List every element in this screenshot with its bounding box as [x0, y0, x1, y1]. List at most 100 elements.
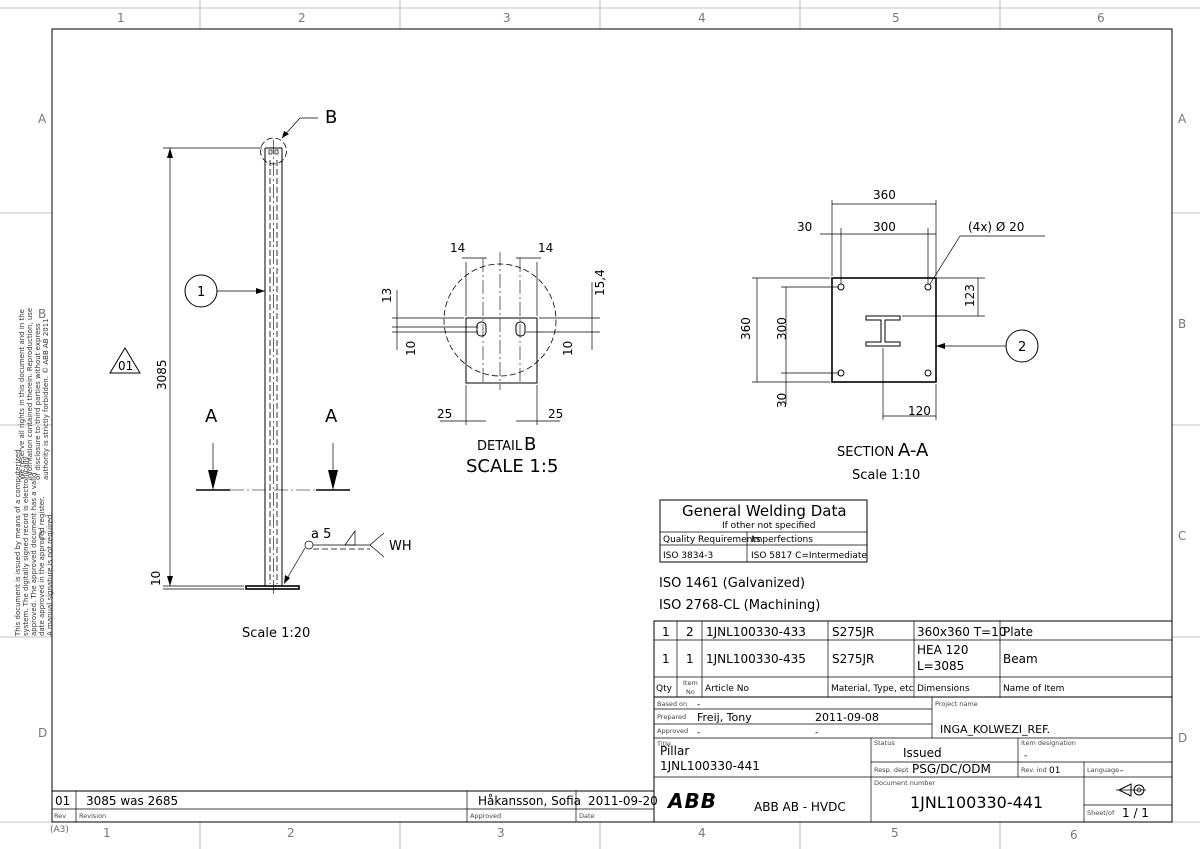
detail-dim-bottom-left: 25	[437, 407, 452, 421]
section-dim-beam-offset: 120	[908, 404, 931, 418]
zone-row-left: C	[38, 529, 46, 543]
rights-note-line: authority is strictly forbidden. © ABB A…	[42, 318, 50, 480]
revision-triangle-label: 01	[118, 359, 133, 373]
value-item-designation: -	[1024, 751, 1027, 761]
note-machining: ISO 2768-CL (Machining)	[659, 598, 820, 613]
detail-dim-right-height: 15,4	[593, 269, 607, 296]
zone-row-right: C	[1178, 529, 1186, 543]
section-dim-height: 360	[739, 317, 753, 340]
dimension-height: 3085	[155, 359, 169, 390]
value-company: ABB AB - HVDC	[754, 800, 846, 814]
sheet-size: (A3)	[50, 825, 69, 835]
section-scale: Scale 1:10	[852, 468, 920, 483]
main-view-scale: Scale 1:20	[242, 626, 310, 641]
label-title: Title	[656, 740, 671, 748]
value-title: Pillar	[660, 744, 689, 758]
label-prepared: Prepared	[657, 713, 686, 721]
zone-row-right: B	[1178, 317, 1186, 331]
welding-header-quality: Quality Requirements	[663, 535, 761, 545]
section-dim-edge: 30	[797, 220, 812, 234]
revision-label-rev: Rev	[54, 812, 66, 820]
value-prepared-date: 2011-09-08	[815, 711, 879, 724]
approval-note-line: date approved in the approved register.	[38, 496, 46, 636]
detail-b-view: 14 14 13 10 15,4 10 25 25 DETAIL B SCALE…	[380, 241, 607, 477]
zone-col-bottom: 5	[891, 826, 899, 840]
section-dim-hole-spacing: 300	[873, 220, 896, 234]
value-approved-by: -	[697, 728, 700, 738]
label-document-number: Document number	[874, 779, 935, 787]
section-dim-top-to-beam: 123	[963, 284, 977, 307]
zone-col-bottom: 4	[698, 826, 706, 840]
zone-row-right: A	[1178, 112, 1187, 126]
approval-note-line: This document is issued by means of a co…	[14, 449, 22, 637]
value-document-number: 1JNL100330-441	[910, 793, 1043, 812]
slot-hole	[515, 321, 526, 337]
revision-label-approved: Approved	[470, 812, 501, 820]
detail-dim-left: 14	[450, 241, 465, 255]
welding-header-imperfections: Imperfections	[751, 535, 813, 545]
value-project: INGA_KOLWEZI_REF.	[940, 723, 1050, 736]
zone-col-top: 4	[698, 11, 706, 25]
zone-col-bottom: 3	[497, 826, 505, 840]
approval-notes: This document is issued by means of a co…	[14, 449, 54, 637]
label-project: Project name	[935, 700, 978, 708]
detail-b-circle	[260, 137, 287, 165]
section-dim-holes: (4x) Ø 20	[968, 220, 1024, 234]
section-aa-view: 360 30 300 (4x) Ø 20 360 300 30 123 120 …	[739, 188, 1045, 483]
detail-title: DETAIL	[477, 439, 523, 454]
revision-label-date: Date	[579, 812, 595, 820]
zone-col-top: 6	[1097, 11, 1105, 25]
item-balloon-1-label: 1	[197, 285, 205, 300]
value-title-number: 1JNL100330-441	[660, 759, 760, 773]
rights-note-line: or disclosure to third parties without e…	[34, 323, 42, 480]
beam-profile	[865, 315, 901, 347]
slot-hole	[476, 321, 487, 337]
parts-header-dimensions: Dimensions	[917, 684, 970, 694]
revision-triangle	[109, 347, 141, 374]
value-approved-date: -	[815, 728, 818, 738]
side-notes: We reserve all rights in this document a…	[18, 308, 50, 480]
zone-col-top: 5	[892, 11, 900, 25]
parts-header-article: Article No	[705, 684, 749, 694]
zone-row-left: D	[38, 726, 47, 740]
welding-subtitle: If other not specified	[722, 521, 815, 531]
detail-dim-right: 14	[538, 241, 553, 255]
welding-value-quality: ISO 3834-3	[663, 551, 713, 561]
revision-approved: Håkansson, Sofia	[478, 794, 581, 808]
label-based-on: Based on	[657, 700, 687, 708]
zone-col-top: 2	[298, 11, 306, 25]
value-based-on: -	[697, 700, 700, 710]
label-language: Language	[1087, 766, 1119, 774]
zone-col-top: 3	[503, 11, 511, 25]
zone-row-right: D	[1178, 731, 1187, 745]
base-plate-outline	[831, 277, 937, 383]
note-galvanized: ISO 1461 (Galvanized)	[659, 576, 805, 591]
base-plate	[245, 585, 300, 590]
welding-value-imperfections: ISO 5817 C=Intermediate	[751, 551, 867, 561]
detail-scale: SCALE 1:5	[466, 456, 558, 477]
section-dim-width: 360	[873, 188, 896, 202]
parts-row-article: 1JNL100330-435	[706, 652, 806, 666]
parts-row-name: Plate	[1003, 625, 1033, 639]
label-approved: Approved	[657, 727, 688, 735]
welding-data-table: General Welding Data If other not specif…	[659, 499, 868, 563]
revision-number: 01	[55, 794, 70, 808]
detail-dim-top: 13	[380, 288, 394, 303]
detail-dim-left-lower: 10	[404, 341, 418, 356]
projection-symbol-icon	[1116, 783, 1146, 797]
rights-note-line: information contained therein. Reproduct…	[26, 308, 34, 480]
weld-size: a 5	[311, 527, 331, 542]
dimension-base: 10	[149, 571, 163, 586]
value-status: Issued	[903, 746, 942, 760]
value-rev-ind: 01	[1049, 766, 1060, 776]
detail-dim-right-lower: 10	[561, 341, 575, 356]
detail-dim-bottom-right: 25	[548, 407, 563, 421]
label-rev-ind: Rev. ind	[1021, 766, 1047, 774]
parts-header-material: Material, Type, etc	[831, 684, 914, 694]
revision-text: 3085 was 2685	[86, 794, 178, 808]
parts-row-material: S275JR	[832, 625, 874, 639]
label-status: Status	[874, 739, 895, 747]
parts-header-name: Name of Item	[1003, 684, 1064, 694]
